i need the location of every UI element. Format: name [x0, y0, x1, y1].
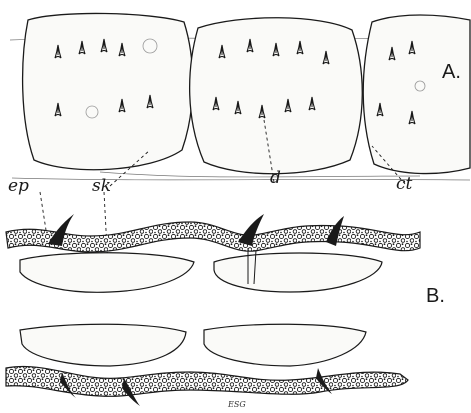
panel-b-section-upper	[6, 214, 420, 292]
bony-plate-upper-left	[20, 253, 194, 293]
leader-ep	[40, 192, 46, 230]
label-ct: ct	[396, 176, 412, 193]
panel-a-label: A.	[442, 62, 461, 82]
skin-plate-middle	[190, 18, 363, 174]
panel-b-label: B.	[426, 286, 445, 306]
label-sk: sk	[92, 178, 111, 195]
bony-plate-lower-right	[204, 324, 366, 366]
artist-signature: ESG	[228, 401, 246, 409]
epidermis-lower	[6, 367, 408, 397]
panel-b-section-lower	[6, 324, 408, 406]
bony-plate-upper-right	[214, 253, 382, 292]
label-d: d	[270, 170, 281, 187]
epidermis-upper	[6, 222, 420, 252]
label-ep: ep	[8, 178, 29, 195]
skin-plate-right	[363, 15, 470, 174]
bony-plate-lower-left	[20, 324, 186, 366]
skin-plate-left	[23, 13, 193, 169]
panel-a-surface-view	[10, 13, 470, 180]
